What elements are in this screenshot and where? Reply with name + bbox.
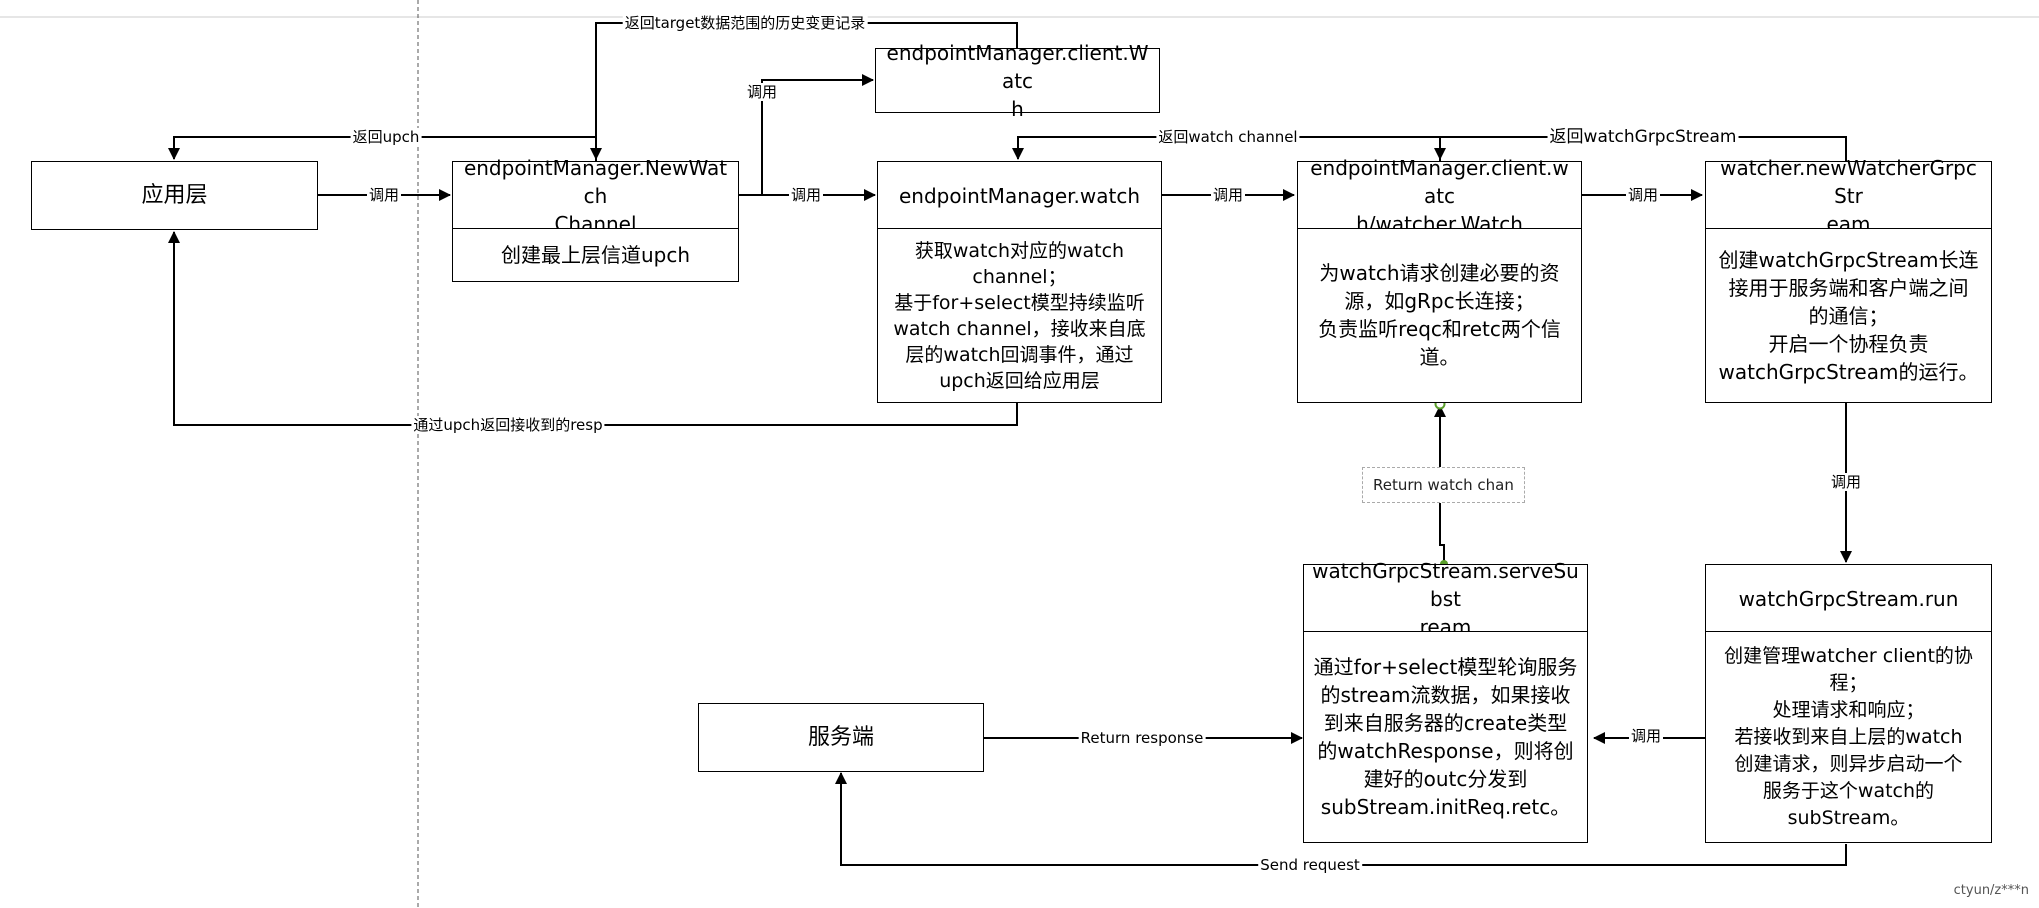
server-box: 服务端 [698,703,984,772]
label-call-client-newstream: 调用 [1625,186,1661,204]
label-call-nwc-watch: 调用 [788,186,824,204]
label-call-app-nwc: 调用 [366,186,402,204]
new-watcher-stream-desc: 创建watchGrpcStream长连 接用于服务端和客户端之间 的通信； 开启… [1705,228,1992,403]
label-return-upch: 返回upch [350,128,422,146]
label-call-run-serve: 调用 [1628,727,1664,745]
label-call-down: 调用 [1828,473,1864,491]
label-return-resp: 通过upch返回接收到的resp [411,416,605,434]
manager-watch-title: endpointManager.watch [877,161,1162,230]
new-watcher-stream-title: watcher.newWatcherGrpcStr eam [1705,156,1992,236]
nwc-title: endpointManager.NewWatch Channel [452,156,739,236]
client-watch-top-box: endpointManager.client.Watc h [875,41,1160,121]
client-watcher-title: endpointManager.client.watc h/watcher.Wa… [1297,156,1582,236]
label-call-watch-client: 调用 [1210,186,1246,204]
label-return-response: Return response [1078,729,1206,747]
app-layer-box: 应用层 [31,161,318,230]
label-call-top: 调用 [744,83,780,101]
serve-substream-desc: 通过for+select模型轮询服务 的stream流数据，如果接收 到来自服务… [1303,631,1588,843]
watermark: ctyun/z***n [1953,883,2029,898]
nwc-desc: 创建最上层信道upch [452,228,739,282]
stream-run-title: watchGrpcStream.run [1705,564,1992,633]
manager-watch-desc: 获取watch对应的watch channel； 基于for+select模型持… [877,228,1162,403]
label-return-watch-chan: Return watch chan [1362,467,1525,503]
label-return-target-history: 返回target数据范围的历史变更记录 [622,14,868,32]
serve-substream-title: watchGrpcStream.serveSubst ream [1303,559,1588,639]
label-send-request: Send request [1258,856,1362,874]
client-watcher-desc: 为watch请求创建必要的资 源，如gRpc长连接； 负责监听reqc和retc… [1297,228,1582,403]
stream-run-desc: 创建管理watcher client的协 程； 处理请求和响应； 若接收到来自上… [1705,631,1992,843]
label-return-watchgrpcstream: 返回watchGrpcStream [1547,127,1739,147]
edge-nwc-to-clientwatch [761,74,874,195]
label-return-watch-channel: 返回watch channel [1156,128,1300,146]
